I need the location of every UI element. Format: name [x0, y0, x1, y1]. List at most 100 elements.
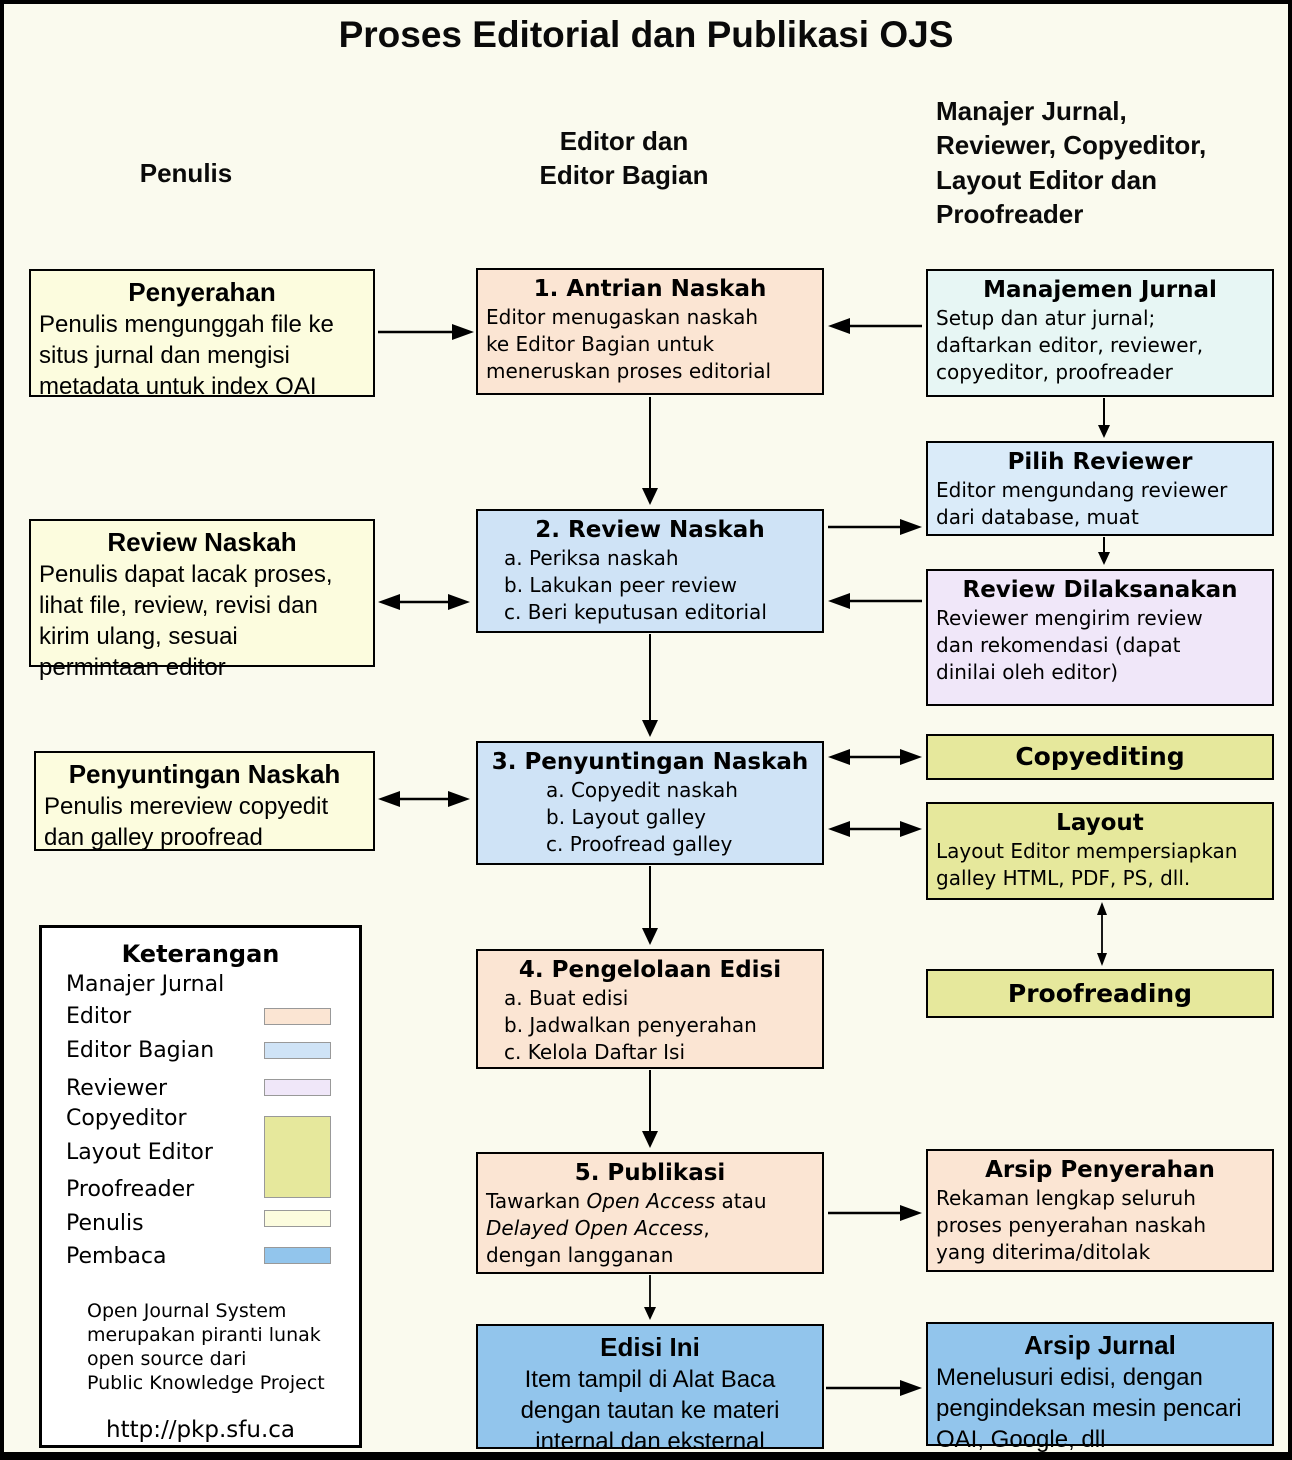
arrow-penyerahan-to-antrian	[378, 324, 474, 340]
column-header-staff: Manajer Jurnal, Reviewer, Copyeditor, La…	[936, 96, 1207, 229]
box-review-naskah: 2. Review Naskah a. Periksa naskah b. La…	[476, 509, 824, 633]
body-text: atau	[721, 1188, 767, 1213]
legend-label-proofreader: Proofreader	[66, 1177, 195, 1202]
box-arsip-jurnal: Arsip Jurnal Menelusuri edisi, dengan pe…	[926, 1322, 1274, 1452]
legend-swatch-reviewer	[264, 1079, 331, 1096]
legend-label-reviewer: Reviewer	[66, 1076, 168, 1101]
box-list-item: b. Jadwalkan penyerahan	[504, 1012, 757, 1037]
arrow-manajemen-to-pilih-reviewer	[1098, 398, 1110, 438]
column-header-editor: Editor dan Editor Bagian	[539, 126, 709, 191]
arrow-layout-proofreading-bidirectional	[1097, 902, 1107, 966]
box-proofreading: Proofreading	[926, 969, 1274, 1018]
box-list-item: a. Periksa naskah	[504, 545, 679, 570]
box-body: Tawarkan Open Access atau Delayed Open A…	[486, 1188, 814, 1269]
box-title: Review Dilaksanakan	[962, 577, 1238, 603]
arrow-publikasi-to-edisi-ini	[644, 1275, 656, 1320]
arrow-publikasi-to-arsip-penyerahan	[828, 1205, 922, 1221]
box-title: Manajemen Jurnal	[983, 277, 1217, 303]
box-title: 5. Publikasi	[574, 1160, 726, 1186]
box-body: Menelusuri edisi, dengan pengindeksan me…	[936, 1363, 1242, 1453]
box-title: Arsip Penyerahan	[985, 1157, 1215, 1183]
box-body: Item tampil di Alat Baca dengan tautan k…	[520, 1365, 780, 1455]
box-antrian-naskah: 1. Antrian Naskah Editor menugaskan nask…	[476, 268, 824, 395]
legend-swatch-editor-bagian	[264, 1042, 331, 1059]
box-title: 2. Review Naskah	[535, 517, 765, 543]
box-list-item: a. Copyedit naskah	[546, 777, 738, 802]
box-list-item: c. Kelola Daftar Isi	[504, 1039, 685, 1064]
box-title: Penyerahan	[128, 277, 276, 307]
box-publikasi: 5. Publikasi Tawarkan Open Access atau D…	[476, 1152, 824, 1274]
arrow-penyuntingan-copyediting-bidirectional	[828, 749, 922, 765]
box-title: 1. Antrian Naskah	[533, 276, 767, 302]
legend-title: Keterangan	[121, 940, 280, 968]
box-pengelolaan-edisi: 4. Pengelolaan Edisi a. Buat edisi b. Ja…	[476, 949, 824, 1069]
box-edisi-ini: Edisi Ini Item tampil di Alat Baca denga…	[476, 1324, 824, 1452]
box-pilih-reviewer: Pilih Reviewer Editor mengundang reviewe…	[926, 441, 1274, 536]
arrow-antrian-to-review	[642, 397, 658, 505]
box-copyediting: Copyediting	[926, 734, 1274, 780]
legend-label-pembaca: Pembaca	[66, 1244, 167, 1269]
box-list-item: c. Beri keputusan editorial	[504, 599, 767, 624]
body-text: Tawarkan	[486, 1188, 587, 1213]
body-italic-open-access: Open Access	[586, 1188, 716, 1213]
arrow-penyuntingan-penulis-bidirectional	[378, 791, 470, 807]
box-title: Edisi Ini	[600, 1332, 700, 1362]
box-review-naskah-penulis: Review Naskah Penulis dapat lacak proses…	[29, 519, 375, 681]
arrow-review-to-pilih-reviewer	[828, 519, 922, 535]
body-italic-delayed-open-access: Delayed Open Access	[486, 1215, 704, 1240]
box-body: Penulis mereview copyedit dan galley pro…	[44, 792, 329, 851]
box-title: Arsip Jurnal	[1024, 1330, 1176, 1360]
legend-url: http://pkp.sfu.ca	[106, 1417, 295, 1443]
legend-note: Open Journal System merupakan piranti lu…	[87, 1300, 325, 1394]
box-list-item: b. Lakukan peer review	[504, 572, 737, 597]
box-body: Setup dan atur jurnal; daftarkan editor,…	[936, 305, 1204, 384]
legend-label-editor-bagian: Editor Bagian	[66, 1038, 215, 1063]
box-penyuntingan-naskah: 3. Penyuntingan Naskah a. Copyedit naska…	[476, 741, 824, 865]
legend-label-copyeditor: Copyeditor	[66, 1106, 187, 1131]
legend-swatch-editor	[264, 1008, 331, 1025]
legend-swatch-penulis	[264, 1210, 331, 1227]
box-body: Penulis dapat lacak proses, lihat file, …	[39, 560, 333, 682]
box-body: Rekaman lengkap seluruh proses penyeraha…	[936, 1185, 1206, 1264]
arrow-review-to-penyuntingan	[642, 634, 658, 737]
legend-label-editor: Editor	[66, 1004, 132, 1029]
box-list-item: c. Proofread galley	[546, 831, 733, 856]
box-body: Penulis mengunggah file ke situs jurnal …	[39, 310, 334, 400]
box-body: Editor mengundang reviewer dari database…	[936, 477, 1228, 529]
legend-label-manajer-jurnal: Manajer Jurnal	[66, 972, 225, 997]
box-title: Copyediting	[1015, 742, 1185, 772]
box-review-dilaksanakan: Review Dilaksanakan Reviewer mengirim re…	[926, 569, 1274, 706]
box-penyuntingan-naskah-penulis: Penyuntingan Naskah Penulis mereview cop…	[34, 751, 375, 851]
box-title: Layout	[1056, 810, 1144, 836]
body-text: , dengan langganan	[486, 1215, 710, 1267]
box-layout: Layout Layout Editor mempersiapkan galle…	[926, 802, 1274, 900]
box-list-item: b. Layout galley	[546, 804, 706, 829]
box-arsip-penyerahan: Arsip Penyerahan Rekaman lengkap seluruh…	[926, 1149, 1274, 1272]
legend: Keterangan Manajer Jurnal Editor Editor …	[39, 925, 362, 1448]
legend-label-layout-editor: Layout Editor	[66, 1140, 213, 1165]
arrow-pengelolaan-to-publikasi	[642, 1070, 658, 1148]
column-header-penulis: Penulis	[139, 158, 233, 188]
box-title: 4. Pengelolaan Edisi	[518, 957, 782, 983]
arrow-edisi-ini-to-arsip-jurnal	[826, 1380, 922, 1396]
box-title: 3. Penyuntingan Naskah	[491, 749, 809, 775]
box-title: Proofreading	[1007, 978, 1193, 1008]
box-body: Layout Editor mempersiapkan galley HTML,…	[936, 838, 1238, 890]
legend-swatch-pembaca	[264, 1247, 331, 1264]
box-manajemen-jurnal: Manajemen Jurnal Setup dan atur jurnal; …	[926, 269, 1274, 397]
legend-label-penulis: Penulis	[66, 1211, 144, 1236]
box-title: Penyuntingan Naskah	[68, 759, 341, 789]
arrow-manajemen-to-antrian	[828, 318, 922, 334]
arrow-dilaksanakan-to-review	[828, 593, 922, 609]
box-body: Editor menugaskan naskah ke Editor Bagia…	[486, 304, 772, 383]
legend-swatch-staff	[264, 1116, 331, 1198]
arrow-penyuntingan-layout-bidirectional	[828, 821, 922, 837]
box-title: Pilih Reviewer	[1007, 449, 1193, 475]
arrow-pilih-reviewer-to-dilaksanakan	[1098, 537, 1110, 565]
page-title: Proses Editorial dan Publikasi OJS	[338, 14, 954, 55]
box-penyerahan: Penyerahan Penulis mengunggah file ke si…	[29, 269, 375, 400]
box-body: Reviewer mengirim review dan rekomendasi…	[936, 605, 1203, 684]
arrow-review-naskah-penulis-bidirectional	[378, 594, 470, 610]
box-title: Review Naskah	[107, 527, 297, 557]
